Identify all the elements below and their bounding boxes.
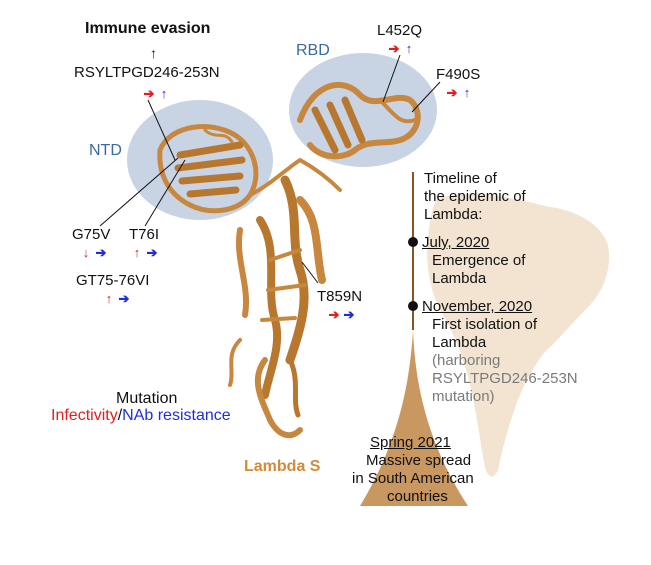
f490s-arrows: ➔ ↑ [446, 86, 473, 99]
nab-up-arrow-icon: ↑ [405, 41, 413, 56]
spread-cone [360, 330, 468, 506]
nab-up-arrow-icon: ↑ [463, 85, 471, 100]
infectivity-up-arrow-icon: ↑ [133, 245, 141, 260]
nab-right-arrow-icon: ➔ [146, 245, 158, 260]
up-arrow-icon: ↑ [150, 45, 157, 61]
event-november-line2: Lambda [432, 334, 487, 351]
south-america-map [427, 194, 610, 477]
event-november-note2: RSYLTPGD246-253N [432, 370, 578, 387]
legend-slash: / [117, 407, 123, 424]
immune-evasion-title: Immune evasion [85, 20, 211, 37]
g75v-arrows: ↓ ➔ [80, 246, 107, 259]
legend-infectivity: Infectivity [51, 407, 118, 424]
infectivity-right-arrow-icon: ➔ [446, 85, 458, 100]
event-november-line1: First isolation of [432, 316, 538, 333]
nab-right-arrow-icon: ➔ [95, 245, 107, 260]
nab-up-arrow-icon: ↑ [160, 86, 168, 101]
event-july-line1: Emergence of [432, 252, 526, 269]
infectivity-up-arrow-icon: ↑ [105, 291, 113, 306]
rsyltpgd-arrows: ➔ ↑ [143, 87, 170, 100]
ntd-domain-region [127, 100, 273, 220]
t859n-label: T859N [317, 288, 363, 305]
event-november-date: November, 2020 [422, 298, 533, 315]
lambda-spike-protein-structure [157, 81, 421, 439]
rsyltpgd-mutation-label: RSYLTPGD246-253N [74, 64, 220, 81]
infectivity-right-arrow-icon: ➔ [328, 307, 340, 322]
timeline-header-line2: the epidemic of [424, 188, 526, 205]
nab-right-arrow-icon: ➔ [343, 307, 355, 322]
legend-title: Mutation [116, 390, 178, 407]
legend-nab-resistance: NAb resistance [122, 407, 231, 424]
ntd-label: NTD [89, 142, 122, 159]
event-spring-line1: Massive spread [366, 452, 472, 469]
infectivity-down-arrow-icon: ↓ [82, 245, 90, 260]
l452q-arrows: ➔ ↑ [388, 42, 415, 55]
rbd-label: RBD [296, 42, 330, 59]
nab-right-arrow-icon: ➔ [118, 291, 130, 306]
gt7576vi-label: GT75-76VI [76, 272, 150, 289]
gt7576vi-arrows: ↑ ➔ [103, 292, 130, 305]
g75v-label: G75V [72, 226, 111, 243]
event-july-line2: Lambda [432, 270, 487, 287]
legend-row: Infectivity/NAb resistance [51, 407, 231, 425]
t76i-label: T76I [129, 226, 160, 243]
event-spring-line3: countries [387, 488, 448, 505]
infectivity-right-arrow-icon: ➔ [143, 86, 155, 101]
timeline-header-line3: Lambda: [424, 206, 483, 223]
event-spring-line2: in South American [352, 470, 474, 487]
f490s-label: F490S [436, 66, 481, 83]
timeline-dot-july [408, 237, 418, 247]
event-spring-date: Spring 2021 [370, 434, 451, 451]
timeline-header-line1: Timeline of [424, 170, 497, 187]
event-july-date: July, 2020 [422, 234, 490, 251]
timeline-dot-november [408, 301, 418, 311]
infectivity-right-arrow-icon: ➔ [388, 41, 400, 56]
leader-lines [99, 54, 441, 284]
event-november-note1: (harboring [432, 352, 501, 369]
t76i-arrows: ↑ ➔ [131, 246, 158, 259]
lambda-s-label: Lambda S [244, 458, 321, 475]
l452q-label: L452Q [377, 22, 423, 39]
event-november-note3: mutation) [432, 388, 495, 405]
t859n-arrows: ➔ ➔ [328, 308, 355, 321]
